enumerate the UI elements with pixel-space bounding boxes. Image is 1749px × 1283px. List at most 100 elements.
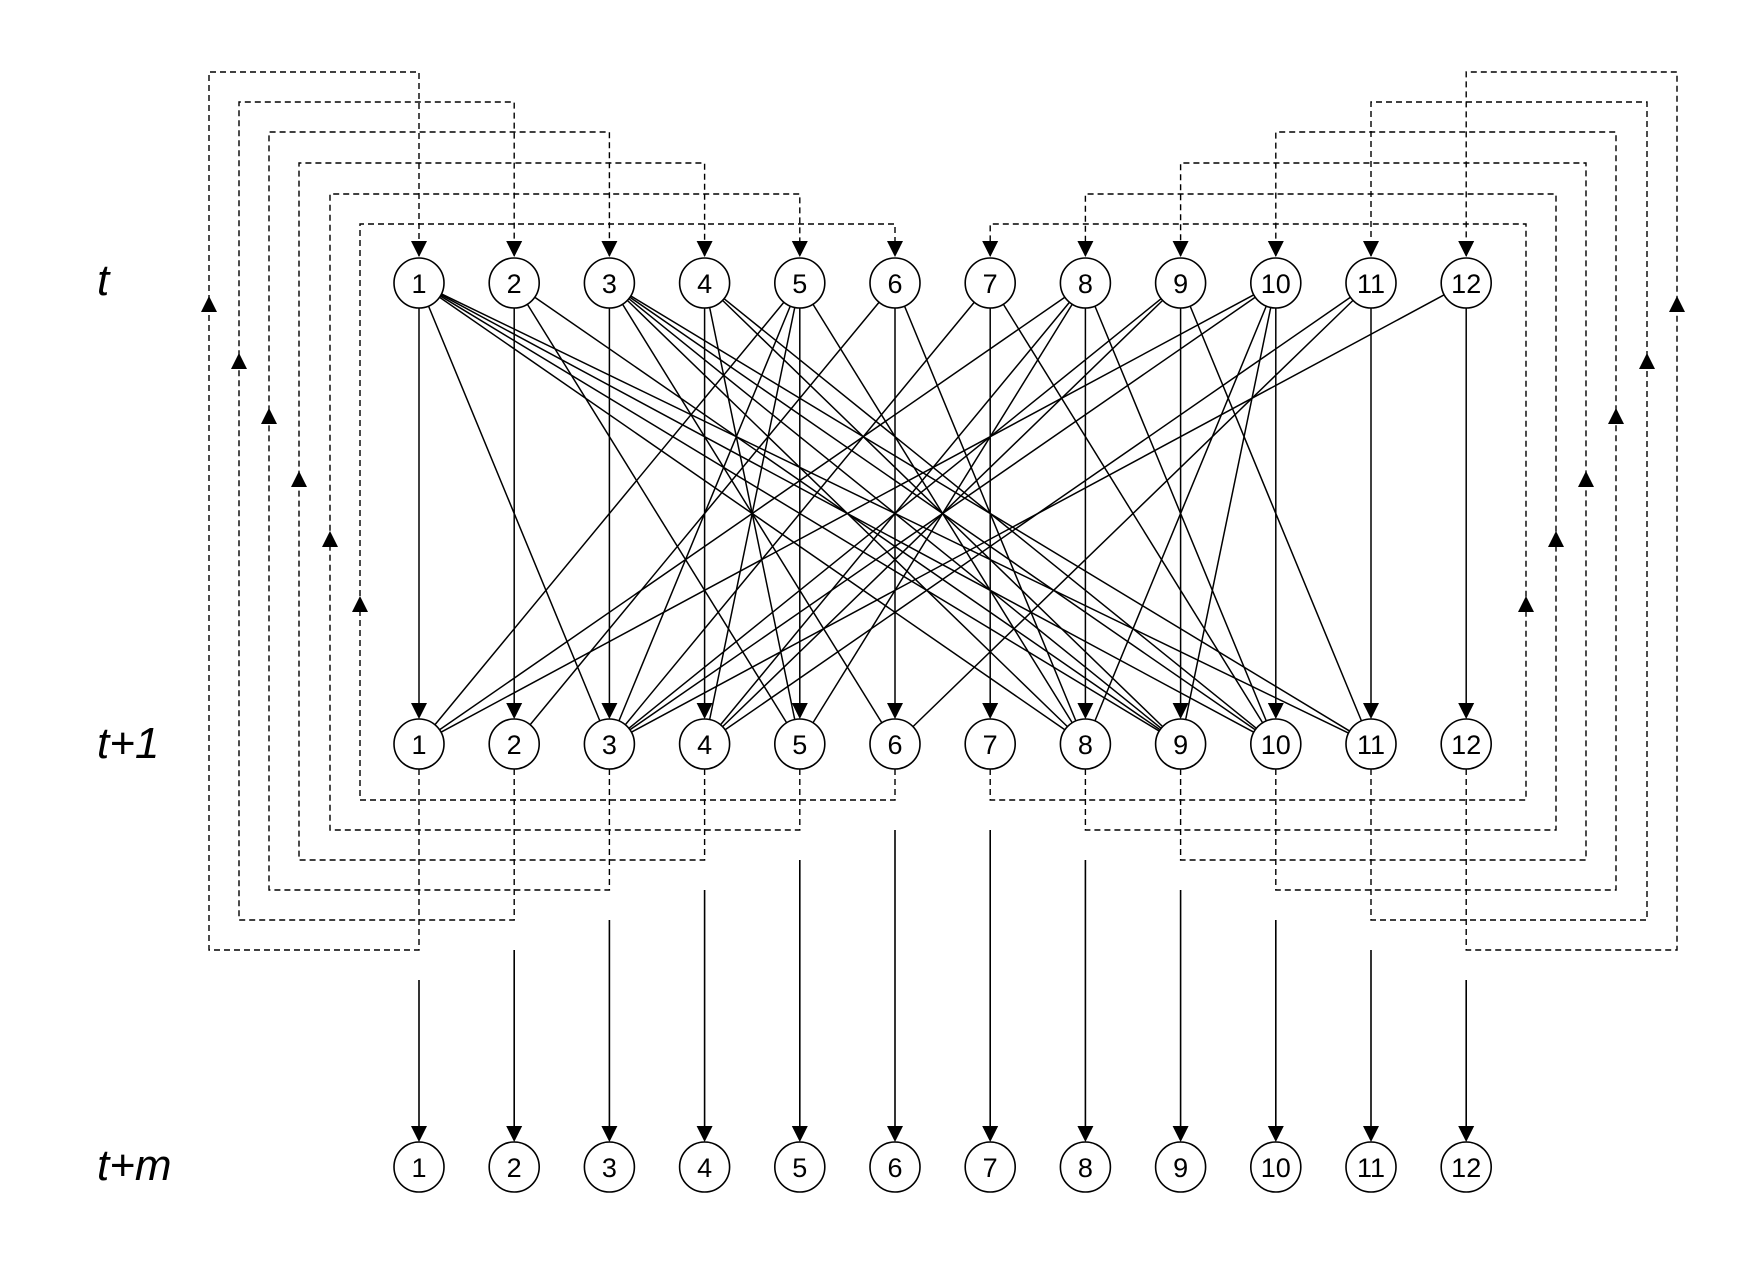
node-circle bbox=[583, 257, 636, 309]
node-label: 9 bbox=[1173, 1153, 1188, 1183]
node-label: 10 bbox=[1261, 730, 1291, 760]
node-label: 11 bbox=[1357, 269, 1385, 299]
node-circle bbox=[773, 257, 826, 309]
node-circle bbox=[488, 1141, 541, 1193]
node-circle bbox=[1059, 1141, 1112, 1193]
node-circle bbox=[1250, 257, 1302, 309]
feedback-arrowhead bbox=[1669, 296, 1685, 312]
feedback-arrowhead bbox=[1363, 241, 1379, 257]
node-circle bbox=[393, 718, 445, 770]
node-label: 5 bbox=[792, 1153, 807, 1183]
node-circle bbox=[869, 1141, 921, 1193]
node-t1-11: 11 bbox=[1345, 718, 1397, 770]
node-circle bbox=[773, 1141, 826, 1193]
node-t-9: 9 bbox=[1154, 257, 1207, 309]
node-tm-11: 11 bbox=[1345, 1141, 1397, 1193]
node-tm-6: 6 bbox=[869, 1141, 921, 1193]
node-circle bbox=[488, 718, 541, 770]
edge-2-5 bbox=[526, 303, 788, 724]
node-label: 2 bbox=[507, 269, 522, 299]
node-t-12: 12 bbox=[1440, 257, 1492, 309]
node-label: 3 bbox=[602, 1153, 617, 1183]
node-circle bbox=[773, 718, 826, 770]
feedback-loop bbox=[329, 193, 801, 831]
node-label: 10 bbox=[1261, 269, 1291, 299]
node-circle bbox=[1250, 1141, 1302, 1193]
node-circle bbox=[869, 257, 921, 309]
row-label-t-plus-m: t+m bbox=[97, 1141, 172, 1190]
edge-arrowhead bbox=[791, 703, 808, 719]
node-t-6: 6 bbox=[869, 257, 921, 309]
feedback-loop bbox=[298, 162, 706, 861]
feedback-arrowhead bbox=[1639, 353, 1655, 369]
propagation-arrowhead bbox=[1077, 1126, 1094, 1142]
node-tm-7: 7 bbox=[964, 1141, 1017, 1193]
node-label: 2 bbox=[507, 1153, 522, 1183]
node-label: 2 bbox=[507, 730, 522, 760]
node-circle bbox=[1440, 1141, 1492, 1193]
feedback-arrowhead bbox=[322, 531, 338, 547]
node-label: 6 bbox=[887, 1153, 902, 1183]
node-t1-7: 7 bbox=[964, 718, 1017, 770]
node-label: 5 bbox=[792, 269, 807, 299]
node-circle bbox=[488, 257, 541, 309]
node-t-5: 5 bbox=[773, 257, 826, 309]
node-circle bbox=[1440, 257, 1492, 309]
node-t1-9: 9 bbox=[1154, 718, 1207, 770]
node-circle bbox=[1059, 257, 1112, 309]
edge-arrowhead bbox=[982, 703, 999, 719]
node-tm-2: 2 bbox=[488, 1141, 541, 1193]
propagation-arrowhead bbox=[887, 1126, 903, 1142]
node-circle bbox=[1059, 718, 1112, 770]
node-label: 11 bbox=[1357, 1153, 1385, 1183]
feedback-loop bbox=[359, 223, 896, 801]
node-circle bbox=[1345, 718, 1397, 770]
feedback-arrowhead bbox=[506, 241, 523, 257]
node-circle bbox=[678, 718, 731, 770]
node-label: 5 bbox=[792, 730, 807, 760]
propagation-arrowhead bbox=[411, 1126, 427, 1142]
propagation-arrowhead bbox=[791, 1126, 808, 1142]
edge-arrowhead bbox=[1267, 703, 1284, 719]
edge-7-3 bbox=[624, 301, 975, 726]
feedback-arrowhead bbox=[261, 408, 277, 424]
node-t1-6: 6 bbox=[869, 718, 921, 770]
node-circle bbox=[1250, 718, 1302, 770]
propagation-arrowhead bbox=[1267, 1126, 1284, 1142]
node-label: 8 bbox=[1078, 1153, 1093, 1183]
feedback-loop bbox=[208, 71, 420, 951]
node-tm-1: 1 bbox=[393, 1141, 445, 1193]
edge-10-3 bbox=[629, 296, 1256, 731]
feedback-arrowhead bbox=[1458, 241, 1475, 257]
node-t1-5: 5 bbox=[773, 718, 826, 770]
node-circle bbox=[678, 1141, 731, 1193]
feedback-arrowhead bbox=[601, 241, 618, 257]
node-circle bbox=[678, 257, 731, 309]
node-tm-8: 8 bbox=[1059, 1141, 1112, 1193]
node-label: 9 bbox=[1173, 269, 1188, 299]
edge-5-1 bbox=[434, 301, 785, 726]
node-circle bbox=[1154, 718, 1207, 770]
node-t1-12: 12 bbox=[1440, 718, 1492, 770]
node-t1-8: 8 bbox=[1059, 718, 1112, 770]
feedback-arrowhead bbox=[1077, 241, 1094, 257]
propagation-arrowhead bbox=[1458, 1126, 1475, 1142]
feedback-arrowhead bbox=[1578, 471, 1594, 487]
edge-10-9 bbox=[1184, 307, 1272, 720]
feedback-loop bbox=[1370, 101, 1648, 921]
edge-9-3 bbox=[628, 298, 1162, 729]
edge-10-1 bbox=[440, 294, 1255, 733]
node-label: 8 bbox=[1078, 269, 1093, 299]
node-label: 12 bbox=[1451, 269, 1481, 299]
node-t-10: 10 bbox=[1250, 257, 1302, 309]
edge-arrowhead bbox=[506, 703, 523, 719]
edge-11-6 bbox=[912, 299, 1354, 728]
feedback-arrowhead bbox=[982, 241, 999, 257]
node-label: 4 bbox=[697, 1153, 712, 1183]
node-circle bbox=[583, 1141, 636, 1193]
node-circle bbox=[1154, 1141, 1207, 1193]
feedback-arrowhead bbox=[352, 596, 368, 612]
node-tm-12: 12 bbox=[1440, 1141, 1492, 1193]
node-label: 6 bbox=[887, 730, 902, 760]
